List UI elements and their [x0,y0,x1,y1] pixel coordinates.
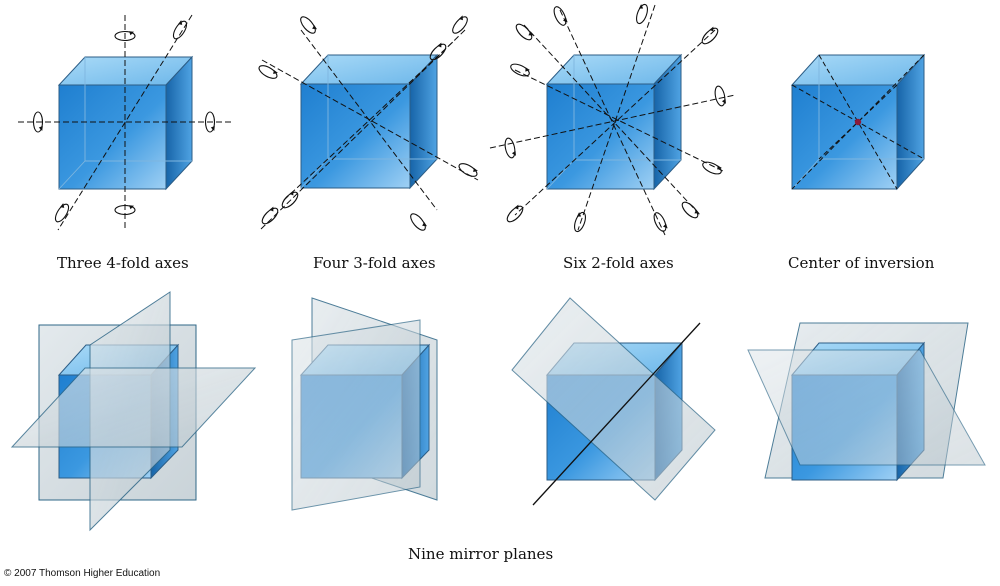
mirror-figure-3 [511,297,716,506]
label-center-of-inversion: Center of inversion [788,254,935,272]
label-three-fold-axes: Four 3-fold axes [313,254,436,272]
label-two-fold-axes: Six 2-fold axes [563,254,674,272]
cube-four-fold [18,14,232,231]
label-four-fold-axes: Three 4-fold axes [57,254,189,272]
mirror-figure-2 [291,297,438,511]
cube-three-fold [256,13,480,234]
cube-two-fold [489,2,736,236]
cube-inversion [790,53,926,191]
copyright-notice: © 2007 Thomson Higher Education [4,568,161,579]
label-mirror-planes: Nine mirror planes [408,545,554,563]
inversion-point [854,118,862,126]
mirror-figure-1 [10,291,257,532]
mirror-figure-4 [747,322,986,482]
